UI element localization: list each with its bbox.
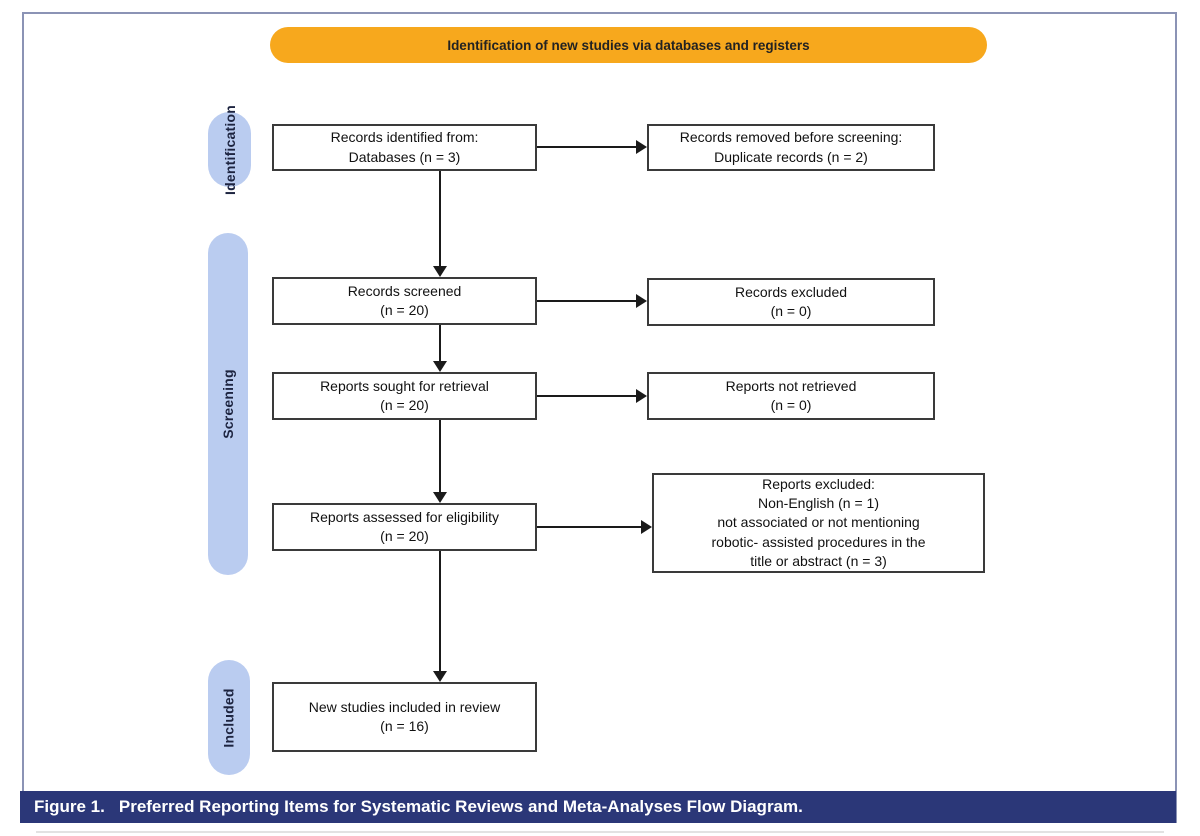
arrow-assessed-to-included	[439, 551, 441, 671]
box-line: Reports assessed for eligibility	[309, 508, 500, 525]
flow-box-records-identified: Records identified from: Databases (n = …	[272, 124, 537, 171]
box-line: (n = 20)	[380, 528, 429, 544]
box-line: Records screened	[347, 282, 462, 299]
stage-screening: Screening	[208, 233, 248, 575]
flow-box-records-excluded: Records excluded (n = 0)	[647, 278, 935, 326]
flow-box-reports-excluded: Reports excluded: Non-English (n = 1) no…	[652, 473, 985, 573]
box-line: title or abstract (n = 3)	[750, 552, 887, 569]
arrowhead-down-icon	[433, 266, 447, 277]
prisma-banner-label: Identification of new studies via databa…	[447, 37, 810, 53]
figure-caption-bar: Figure 1. Preferred Reporting Items for …	[20, 791, 1176, 823]
box-line: Reports not retrieved	[725, 377, 857, 394]
figure-border	[22, 12, 1177, 823]
box-line: (n = 20)	[380, 302, 429, 318]
arrow-identified-to-removed	[537, 146, 636, 148]
box-line: Reports excluded:	[762, 475, 875, 492]
box-line: Records excluded	[734, 283, 848, 300]
box-line: (n = 0)	[770, 397, 812, 413]
flow-box-records-removed: Records removed before screening: Duplic…	[647, 124, 935, 171]
arrowhead-right-icon	[636, 140, 647, 154]
flow-box-records-screened: Records screened (n = 20)	[272, 277, 537, 325]
arrow-sought-to-not-retrieved	[537, 395, 636, 397]
box-line: Databases (n = 3)	[348, 148, 461, 165]
box-line: robotic- assisted procedures in the	[711, 533, 926, 550]
box-line: (n = 20)	[380, 397, 429, 413]
stage-included: Included	[208, 660, 250, 775]
box-line: New studies included in review	[308, 698, 501, 715]
stage-pill-included	[208, 660, 250, 775]
box-line: Records removed before screening:	[679, 129, 903, 146]
arrowhead-right-icon	[636, 294, 647, 308]
box-line: Duplicate records (n = 2)	[714, 148, 868, 165]
page-edge-shadow	[36, 831, 1164, 833]
flow-box-reports-not-retrieved: Reports not retrieved (n = 0)	[647, 372, 935, 420]
flow-box-reports-assessed: Reports assessed for eligibility (n = 20…	[272, 503, 537, 551]
arrow-sought-to-assessed	[439, 420, 441, 492]
arrowhead-right-icon	[641, 520, 652, 534]
figure-caption-text: Preferred Reporting Items for Systematic…	[118, 797, 803, 816]
arrowhead-right-icon	[636, 389, 647, 403]
stage-label-screening: Screening	[220, 369, 236, 439]
arrowhead-down-icon	[433, 492, 447, 503]
box-line: (n = 16)	[380, 718, 429, 734]
stage-label-included: Included	[221, 687, 238, 748]
arrow-assessed-to-reports-excluded	[537, 526, 641, 528]
box-line: (n = 0)	[770, 303, 812, 319]
stage-label-identification: Identification	[221, 104, 238, 195]
flow-box-reports-sought: Reports sought for retrieval (n = 20)	[272, 372, 537, 420]
box-line: Records identified from:	[330, 129, 479, 146]
arrow-identified-to-screened	[439, 171, 441, 267]
box-line: Reports sought for retrieval	[320, 377, 489, 394]
arrow-screened-to-sought	[439, 325, 441, 362]
arrow-screened-to-excluded	[537, 300, 636, 302]
prisma-banner: Identification of new studies via databa…	[270, 27, 987, 63]
box-line: not associated or not mentioning	[717, 514, 920, 531]
stage-identification: Identification	[208, 105, 251, 194]
arrowhead-down-icon	[433, 361, 447, 372]
flow-box-new-studies-included: New studies included in review (n = 16)	[272, 682, 537, 752]
arrowhead-down-icon	[433, 671, 447, 682]
stage-pill-screening	[208, 233, 248, 575]
box-line: Non-English (n = 1)	[757, 495, 879, 512]
figure-caption-label: Figure 1.	[34, 797, 105, 816]
stage-pill-identification	[208, 112, 251, 187]
